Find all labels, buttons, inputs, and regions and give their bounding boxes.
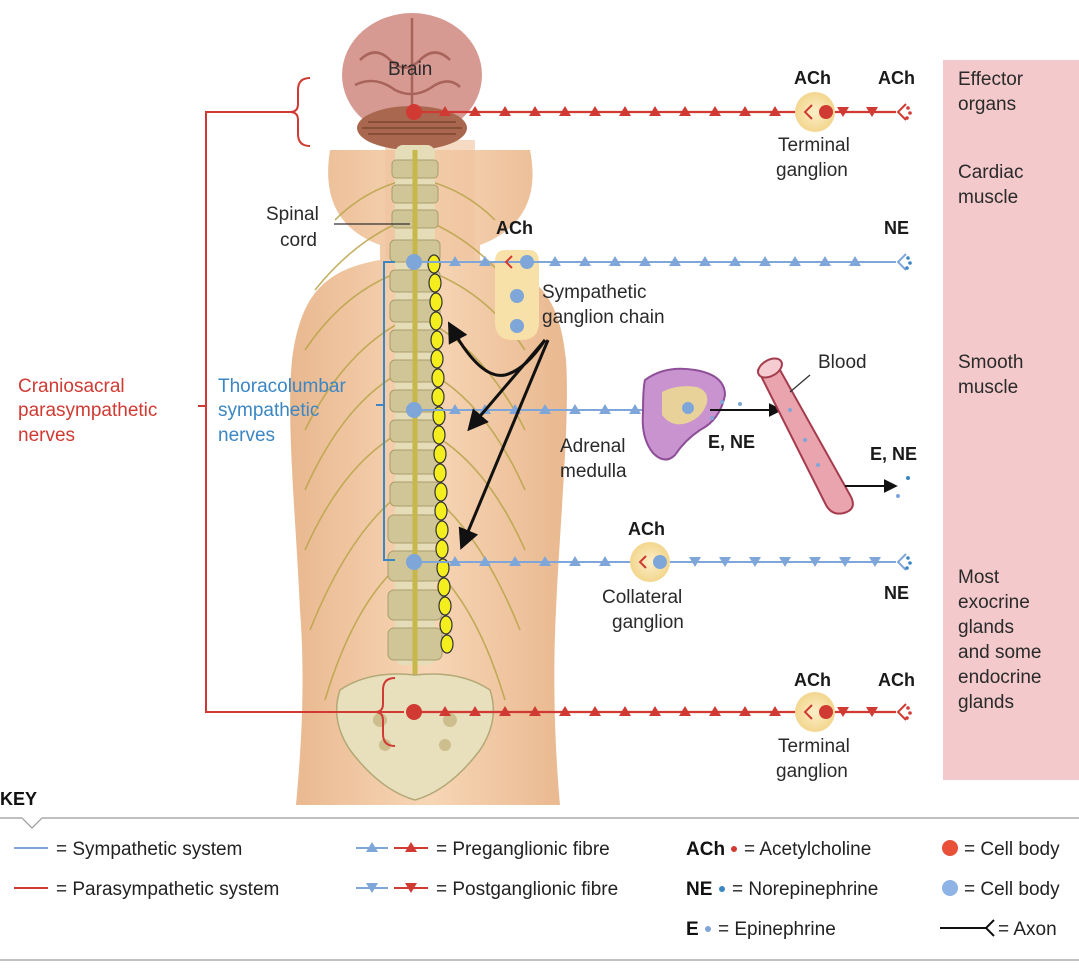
sympathetic-chain-markers: [427, 254, 454, 654]
key-legend: KEY = Sympathetic system = Parasympathet…: [0, 789, 1079, 961]
collateral-ganglion-label-1: Collateral: [602, 587, 682, 608]
neurotransmitter-ach-bottom-ganglion: ACh: [794, 670, 831, 690]
thoracolumbar-bracket: [376, 261, 395, 561]
neurotransmitter-ach-collateral: ACh: [628, 519, 665, 539]
craniosacral-label-1: Craniosacral: [18, 376, 125, 397]
key-postganglionic: = Postganglionic fibre: [436, 879, 618, 900]
terminal-ganglion-top-label-1: Terminal: [778, 135, 850, 156]
sympathetic-chain-label-2: ganglion chain: [542, 307, 665, 328]
key-epinephrine: = Epinephrine: [718, 919, 836, 940]
chain-annotation-arrows: [447, 321, 550, 550]
thoracolumbar-label-1: Thoracolumbar: [218, 376, 346, 397]
neurotransmitter-ne-chain: NE: [884, 218, 909, 238]
key-parasympathetic-system: = Parasympathetic system: [56, 879, 279, 900]
blue-cell-body-icon: [942, 880, 958, 896]
effector-line: muscle: [958, 187, 1018, 208]
effector-line: exocrine: [958, 592, 1030, 613]
neurotransmitter-ach-chain: ACh: [496, 218, 533, 238]
spinal-cord-label-2: cord: [280, 230, 317, 251]
neurotransmitter-ach-top-end: ACh: [878, 68, 915, 88]
effector-line: Cardiac: [958, 162, 1023, 183]
terminal-ganglion-top-label-2: ganglion: [776, 160, 848, 181]
sympathetic-chain-label-1: Sympathetic: [542, 282, 647, 303]
key-cell-body-blue: = Cell body: [964, 879, 1060, 900]
parasympathetic-cranial-pathway: [406, 92, 912, 132]
key-axon: = Axon: [998, 919, 1057, 940]
red-cell-body-icon: [942, 840, 958, 856]
key-ne-abbr: NE: [686, 879, 712, 900]
key-norepinephrine: = Norepinephrine: [732, 879, 878, 900]
key-ach-abbr: ACh: [686, 839, 725, 860]
adrenal-pathway: [406, 357, 910, 515]
craniosacral-bracket: [198, 77, 404, 747]
effector-line: Smooth: [958, 352, 1023, 373]
blood-label: Blood: [818, 352, 867, 373]
effector-line: Most: [958, 567, 1000, 588]
key-acetylcholine: = Acetylcholine: [744, 839, 871, 860]
effector-line: endocrine: [958, 667, 1041, 688]
sympathetic-chain-pathway: [406, 250, 912, 340]
thoracolumbar-label-2: sympathetic: [218, 400, 319, 421]
effector-line: Effector: [958, 69, 1024, 90]
neurotransmitter-ne-collateral: NE: [884, 583, 909, 603]
axon-icon: [940, 919, 995, 937]
thoracolumbar-label-3: nerves: [218, 425, 275, 446]
adrenal-medulla-label-2: medulla: [560, 461, 627, 482]
key-sympathetic-system: = Sympathetic system: [56, 839, 242, 860]
effector-organs-panel: [943, 60, 1079, 780]
effector-line: and some: [958, 642, 1041, 663]
neurotransmitter-e-ne-adrenal: E, NE: [708, 432, 755, 452]
adrenal-medulla-label-1: Adrenal: [560, 436, 626, 457]
effector-line: glands: [958, 617, 1014, 638]
brain-figure: [342, 13, 482, 150]
neurotransmitter-ach-bottom-end: ACh: [878, 670, 915, 690]
effector-line: organs: [958, 94, 1016, 115]
key-cell-body-red: = Cell body: [964, 839, 1060, 860]
effector-line: muscle: [958, 377, 1018, 398]
collateral-pathway: [406, 542, 912, 582]
collateral-ganglion-label-2: ganglion: [612, 612, 684, 633]
parasympathetic-sacral-pathway: [406, 692, 912, 732]
brain-label: Brain: [388, 59, 432, 80]
effector-line: glands: [958, 692, 1014, 713]
neurotransmitter-e-ne-blood: E, NE: [870, 444, 917, 464]
spinal-cord-label-1: Spinal: [266, 204, 319, 225]
effector-organs-list: Effector organs Cardiac muscle Smooth mu…: [958, 69, 1041, 713]
craniosacral-label-2: parasympathetic: [18, 400, 157, 421]
key-e-abbr: E: [686, 919, 699, 940]
sacrum-figure: [335, 673, 495, 801]
key-preganglionic: = Preganglionic fibre: [436, 839, 610, 860]
terminal-ganglion-bottom-label-2: ganglion: [776, 761, 848, 782]
neurotransmitter-ach-top-ganglion: ACh: [794, 68, 831, 88]
terminal-ganglion-bottom-label-1: Terminal: [778, 736, 850, 757]
craniosacral-label-3: nerves: [18, 425, 75, 446]
key-title: KEY: [0, 789, 37, 809]
